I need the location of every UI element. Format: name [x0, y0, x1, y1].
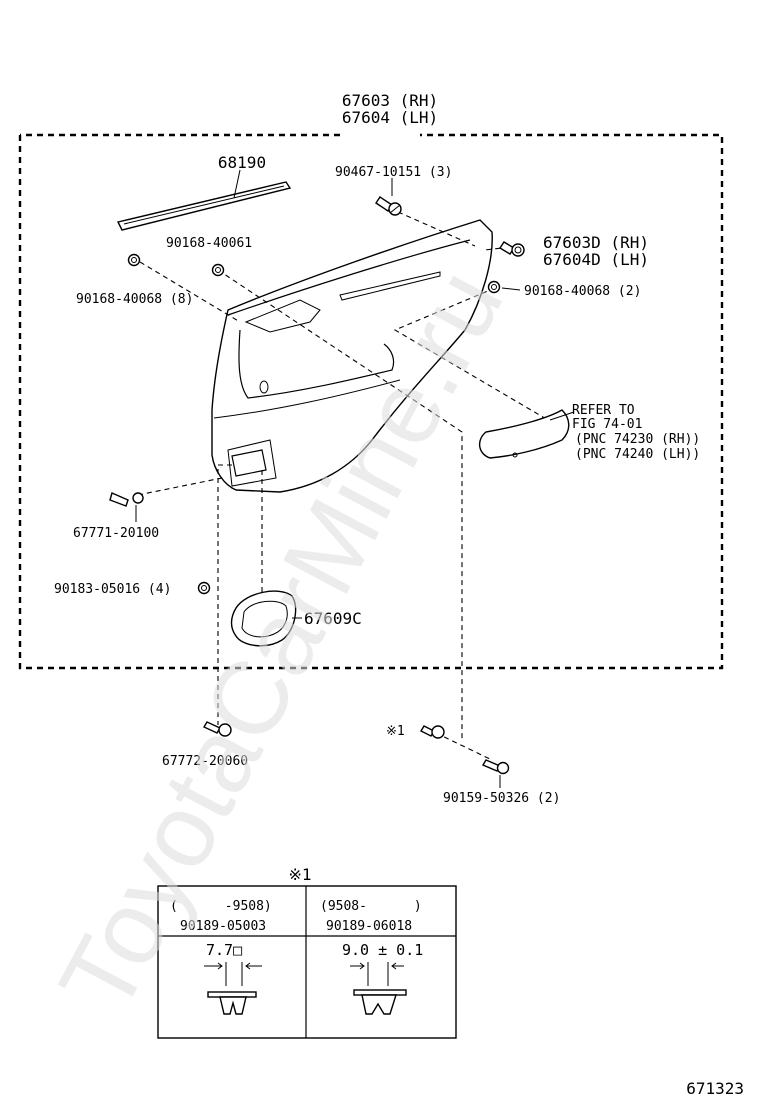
assembly-label-rh: 67603 (RH): [342, 91, 438, 110]
board-label-lh: 67604D (LH): [543, 250, 649, 269]
armrest-part[interactable]: [479, 409, 575, 459]
fastener-bottom-label: 67772-20060: [162, 754, 248, 769]
screw-left-part[interactable]: [127, 253, 141, 267]
handle-bracket-part[interactable]: [109, 492, 144, 507]
handle-bracket-label: 67771-20100: [73, 526, 159, 541]
clip-left-part[interactable]: [211, 263, 225, 277]
refer-line-1: REFER TO: [572, 403, 635, 418]
table-title: ※1: [288, 865, 311, 884]
note-ref-label: ※1: [386, 724, 405, 739]
col1-range: ( -9508): [170, 899, 272, 914]
screw-left-label: 90168-40068 (8): [76, 292, 193, 307]
figure-number: 671323: [686, 1079, 744, 1098]
clip-top-label: 90467-10151 (3): [335, 165, 452, 180]
assembly-frame: [18, 133, 724, 670]
weatherstrip-part[interactable]: [116, 181, 292, 231]
door-trim-board[interactable]: [211, 219, 493, 493]
note-clip-part[interactable]: [420, 725, 445, 739]
refer-line-4: (PNC 74240 (LH)): [575, 447, 700, 462]
col2-part: 90189-06018: [326, 919, 412, 934]
screw-bottom-label: 90159-50326 (2): [443, 791, 560, 806]
refer-line-3: (PNC 74230 (RH)): [575, 432, 700, 447]
fastener-bottom-part[interactable]: [202, 721, 232, 737]
screw-bottom-part[interactable]: [481, 759, 510, 775]
screw-right-part[interactable]: [487, 280, 501, 294]
assembly-label-lh: 67604 (LH): [342, 108, 438, 127]
board-label-rh: 67603D (RH): [543, 233, 649, 252]
bezel-part[interactable]: [230, 590, 297, 647]
board-clip-part[interactable]: [499, 241, 525, 257]
col2-dim: 9.0 ± 0.1: [342, 941, 423, 959]
nut-part[interactable]: [197, 581, 211, 595]
screw-right-label: 90168-40068 (2): [524, 284, 641, 299]
weatherstrip-leader: [233, 169, 241, 199]
col1-dim: 7.7□: [206, 941, 242, 959]
nut-label: 90183-05016 (4): [54, 582, 171, 597]
weatherstrip-label: 68190: [218, 153, 266, 172]
clip-left-label: 90168-40061: [166, 236, 252, 251]
bezel-label: 67609C: [304, 609, 362, 628]
variant-table: [157, 885, 457, 1039]
clip-top-part[interactable]: [375, 196, 402, 216]
col2-range: (9508- ): [320, 899, 422, 914]
col1-part: 90189-05003: [180, 919, 266, 934]
refer-line-2: FIG 74-01: [572, 417, 642, 432]
clip-small-drawing: [204, 962, 262, 1015]
clip-large-drawing: [350, 962, 407, 1015]
